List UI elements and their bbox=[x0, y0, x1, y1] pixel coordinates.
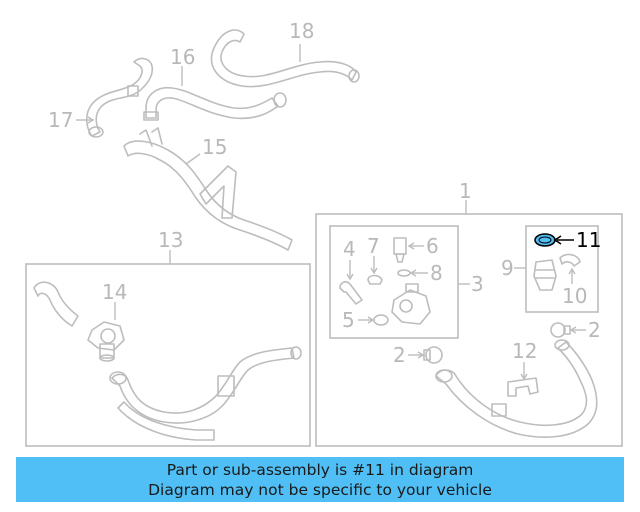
callout-17: 17 bbox=[48, 108, 73, 132]
part-13-hose-assembly bbox=[33, 281, 302, 441]
part-9-thermostat bbox=[533, 259, 557, 291]
callout-3: 3 bbox=[471, 272, 484, 296]
callout-9: 9 bbox=[501, 256, 514, 280]
callout-11: 11 bbox=[576, 228, 601, 252]
part-5-o-ring bbox=[373, 314, 389, 326]
part-14-valve bbox=[87, 321, 125, 362]
assembly-box-13 bbox=[25, 263, 311, 447]
part-11-o-ring-highlighted bbox=[534, 233, 556, 247]
part-7-clip bbox=[367, 274, 383, 285]
callout-4: 4 bbox=[343, 237, 356, 261]
part-18-hose bbox=[210, 29, 360, 88]
assembly-box-9 bbox=[525, 225, 599, 313]
part-8-o-ring bbox=[397, 269, 411, 277]
part-3-housing bbox=[391, 283, 431, 325]
part-2-clamp-right bbox=[550, 322, 571, 338]
callout-18: 18 bbox=[289, 19, 314, 43]
callout-8: 8 bbox=[430, 261, 443, 285]
part-4-bracket bbox=[339, 281, 363, 305]
callout-14: 14 bbox=[102, 280, 127, 304]
part-12-bracket bbox=[507, 377, 539, 397]
callout-5: 5 bbox=[342, 308, 355, 332]
banner-line-1: Part or sub-assembly is #11 in diagram bbox=[166, 460, 474, 479]
callout-7: 7 bbox=[367, 234, 380, 258]
callout-10: 10 bbox=[562, 284, 587, 308]
part-17-hose bbox=[85, 57, 154, 138]
assembly-box-3 bbox=[329, 225, 459, 339]
callout-1: 1 bbox=[459, 179, 472, 203]
callout-6: 6 bbox=[426, 234, 439, 258]
part-6-sensor bbox=[393, 237, 407, 263]
part-15-pipe bbox=[123, 127, 293, 251]
callout-15: 15 bbox=[202, 135, 227, 159]
part-16-hose bbox=[143, 86, 287, 121]
part-2-clamp-left bbox=[423, 346, 443, 364]
callout-12: 12 bbox=[512, 339, 537, 363]
part-10-seal bbox=[559, 253, 581, 267]
callout-2-right: 2 bbox=[588, 318, 601, 342]
callout-2-left: 2 bbox=[393, 343, 406, 367]
banner-line-2: Diagram may not be specific to your vehi… bbox=[148, 480, 492, 499]
callout-16: 16 bbox=[170, 45, 195, 69]
info-banner: Part or sub-assembly is #11 in diagram D… bbox=[16, 457, 624, 502]
callout-13: 13 bbox=[158, 228, 183, 252]
assembly-box-1 bbox=[315, 213, 623, 447]
part-1-hose bbox=[435, 339, 598, 438]
